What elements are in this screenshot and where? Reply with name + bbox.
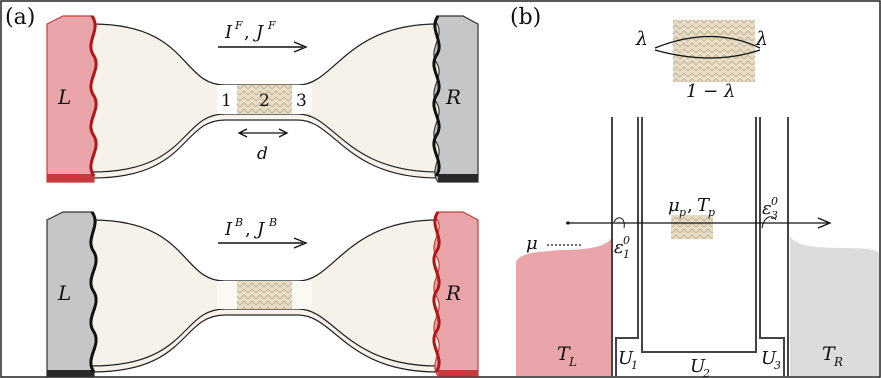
backward-current-superscript: B: [234, 216, 243, 229]
lambda-left-label: λ: [635, 28, 648, 50]
backward-site-2-region: [237, 281, 292, 309]
backward-right-reservoir: [433, 211, 479, 377]
lambda-right-label: λ: [755, 28, 768, 50]
forward-current-superscript: F: [234, 19, 243, 32]
central-weave-block: [671, 215, 713, 239]
panel-a-label: (a): [5, 5, 35, 30]
length-label: d: [257, 144, 268, 164]
backward-current-symbol: I: [224, 219, 233, 240]
barrier-3-inner-wall: [759, 117, 785, 376]
forward-site-3-label: 3: [296, 91, 307, 111]
epsilon3-superscript: 0: [771, 195, 778, 208]
backward-flux-arrow: [218, 237, 308, 249]
epsilon3-symbol: ε: [762, 198, 772, 219]
lambda-inset-lower-branch: [654, 49, 761, 59]
mu-label: μ: [526, 233, 538, 254]
forward-left-reservoir-wave: [89, 15, 98, 177]
forward-site-3-box: [292, 85, 312, 114]
right-reservoir-distribution: [790, 236, 879, 376]
u2-symbol: U: [690, 356, 706, 377]
epsilon1-symbol: ε: [614, 237, 624, 258]
backward-flux-comma: ,: [245, 219, 251, 240]
backward-flux-label: I B , J B: [224, 216, 277, 240]
backward-heat-superscript: B: [268, 216, 277, 229]
central-mu-t-label: μ p , T p: [668, 195, 715, 219]
forward-left-reservoir-base: [47, 174, 94, 182]
forward-heat-superscript: F: [267, 19, 276, 32]
t-right-symbol: T: [822, 343, 836, 365]
t-right-subscript: R: [833, 355, 843, 369]
forward-current-symbol: I: [224, 22, 233, 43]
panel-b-label: (b): [510, 5, 541, 30]
eps1-connector: [613, 217, 625, 229]
backward-site-1-box: [217, 281, 237, 309]
one-minus-lambda-label: 1 − λ: [686, 81, 735, 102]
forward-right-reservoir-label: R: [445, 85, 461, 109]
backward-heat-symbol: J: [253, 219, 266, 240]
barrier-1-inner-wall: [615, 117, 639, 376]
backward-bottom-edge-outer: [91, 314, 439, 373]
backward-right-reservoir-wave: [432, 211, 441, 373]
left-reservoir-distribution: [516, 236, 612, 376]
forward-left-reservoir-label: L: [57, 85, 71, 109]
forward-right-reservoir-wave: [432, 15, 441, 177]
forward-site-1-label: 1: [221, 91, 232, 111]
energy-axis-arrow: [566, 217, 832, 229]
forward-left-reservoir: [46, 15, 97, 183]
backward-site-3-box: [292, 281, 312, 309]
potential-profile: [611, 117, 789, 376]
forward-flux-label: I F , J F: [224, 19, 276, 43]
central-well: [641, 117, 757, 353]
forward-right-reservoir: [433, 15, 479, 183]
epsilon3-subscript: 3: [771, 209, 778, 222]
backward-left-reservoir-label: L: [57, 281, 71, 305]
forward-flux-comma: ,: [244, 22, 250, 43]
forward-flux-arrow: [218, 41, 308, 53]
length-arrow: [237, 128, 289, 138]
lambda-inset-weave: [673, 20, 755, 82]
forward-device: L R 1 2 3 I F , J F d: [46, 15, 479, 183]
forward-site-2-label: 2: [259, 91, 270, 111]
u1-subscript: 1: [631, 359, 638, 372]
forward-right-reservoir-base: [438, 174, 478, 182]
forward-bottom-edge-outer: [91, 119, 439, 179]
forward-site-1-box: [217, 85, 237, 114]
lambda-inset: λ λ 1 − λ: [635, 20, 768, 102]
u1-symbol: U: [618, 348, 634, 369]
u3-symbol: U: [761, 348, 777, 369]
forward-site-2-region: [237, 85, 292, 114]
mu-t-comma: ,: [687, 195, 693, 216]
backward-right-reservoir-label: R: [445, 281, 461, 305]
mu-p-subscript: p: [679, 206, 686, 219]
backward-left-reservoir: [46, 211, 97, 377]
lambda-inset-upper-branch: [654, 35, 761, 49]
u3-subscript: 3: [774, 359, 781, 372]
backward-left-reservoir-base: [47, 370, 94, 376]
t-left-subscript: L: [568, 355, 577, 369]
epsilon1-superscript: 0: [623, 234, 630, 247]
epsilon1-subscript: 1: [623, 248, 630, 261]
u2-subscript: 2: [702, 367, 710, 378]
mu-p-symbol: μ: [668, 195, 680, 216]
t-p-symbol: T: [697, 195, 711, 216]
backward-device: L R I B , J B: [46, 211, 479, 377]
forward-heat-symbol: J: [252, 22, 265, 43]
t-p-subscript: p: [708, 206, 715, 219]
backward-right-reservoir-base: [438, 370, 478, 376]
eps3-connector: [761, 216, 777, 229]
backward-left-reservoir-wave: [89, 211, 98, 373]
t-left-symbol: T: [557, 343, 571, 365]
